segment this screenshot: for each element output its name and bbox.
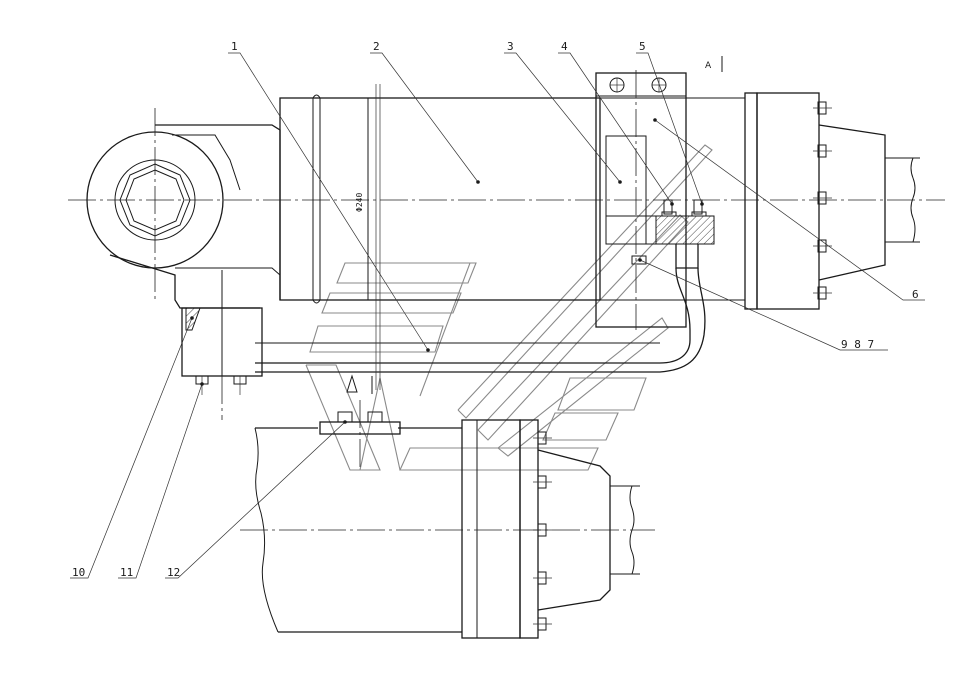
- dimension-diameter: Φ240: [355, 193, 364, 212]
- callout-11: 11: [120, 566, 133, 579]
- upper-cylinder: [68, 56, 945, 420]
- callout-10: 10: [72, 566, 85, 579]
- flange-bolts-upper: [813, 101, 832, 300]
- watermark-logo: [305, 144, 713, 471]
- flange-bolts-lower: [533, 431, 552, 631]
- callout-6: 6: [912, 288, 919, 301]
- callout-5: 5: [639, 40, 646, 53]
- callout-3: 3: [507, 40, 514, 53]
- callout-2: 2: [373, 40, 380, 53]
- lower-cylinder: [240, 374, 655, 639]
- callout-labels: 1 2 3 4 5 6 9 8 7 10 11 12 Φ240 A: [72, 40, 919, 579]
- valve-block: [655, 215, 715, 245]
- callout-12: 12: [167, 566, 180, 579]
- cylinder-barrel: [279, 97, 601, 301]
- callout-9-8-7: 9 8 7: [841, 338, 874, 351]
- callout-1: 1: [231, 40, 238, 53]
- view-label: A: [705, 61, 712, 71]
- front-flange: [756, 92, 820, 310]
- callout-4: 4: [561, 40, 568, 53]
- leader-lines: [70, 52, 925, 579]
